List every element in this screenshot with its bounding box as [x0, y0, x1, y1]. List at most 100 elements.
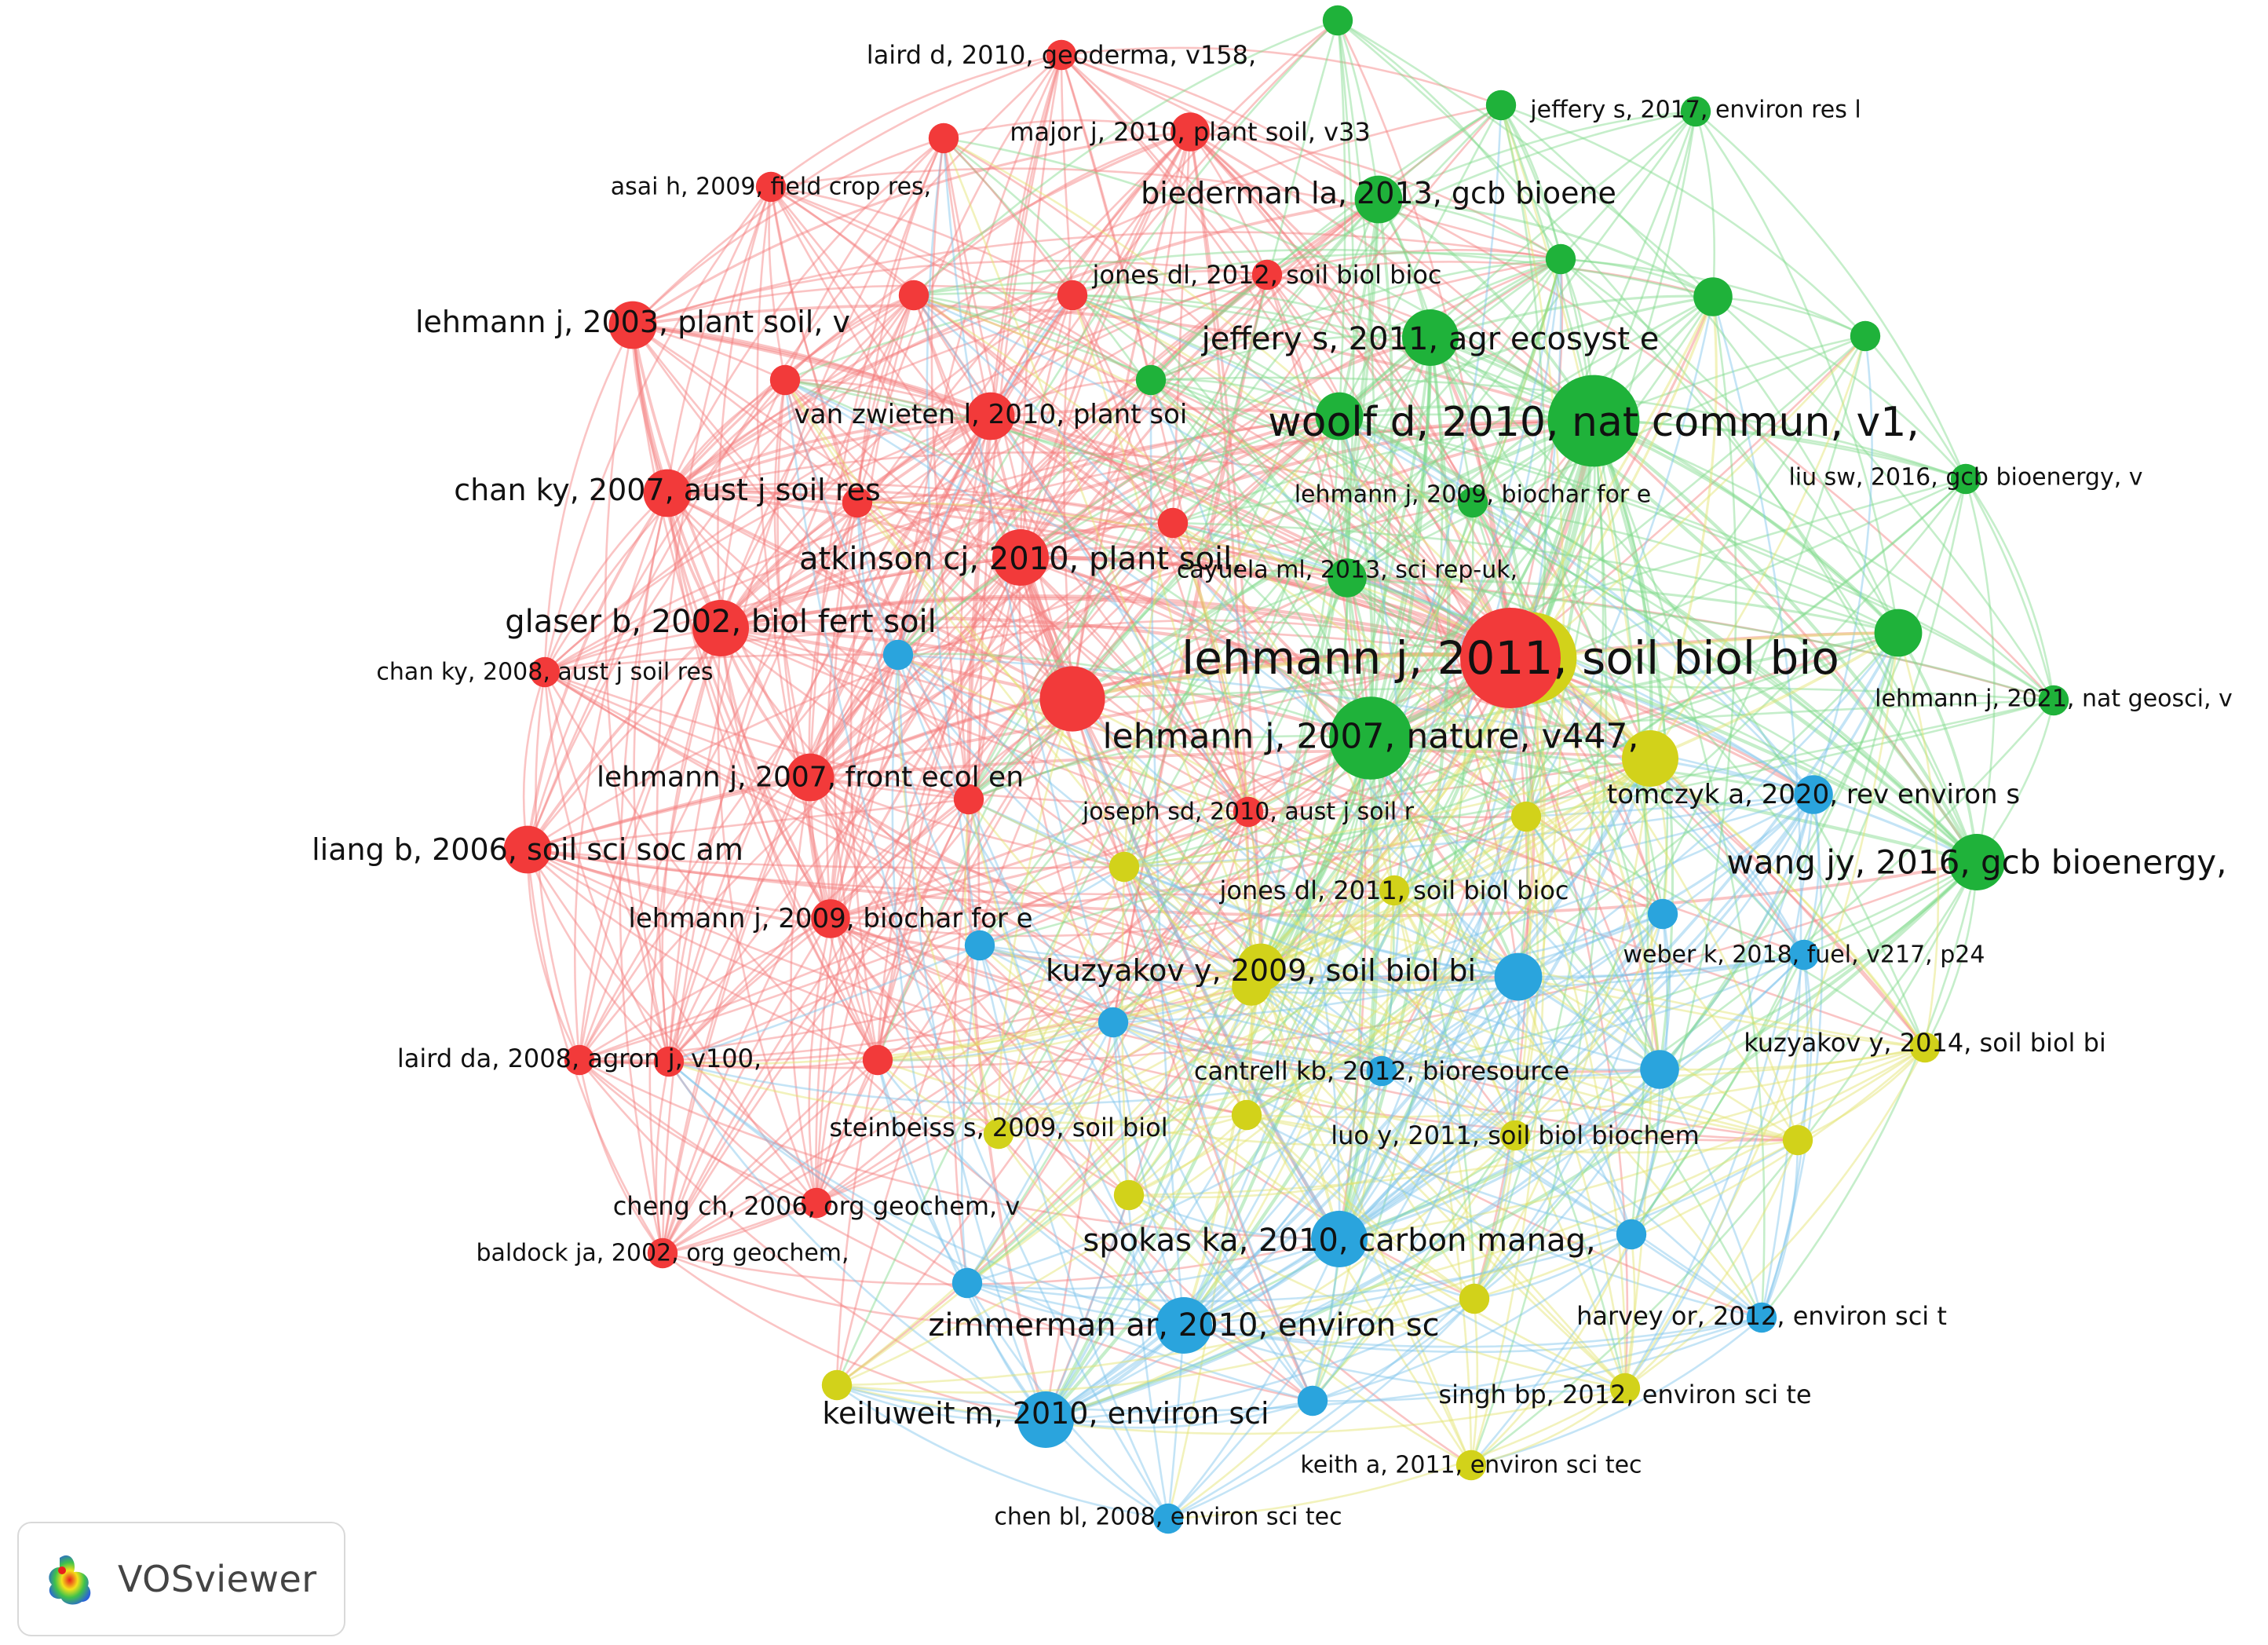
node-lehmann2009g[interactable] [1457, 487, 1488, 518]
node-y2[interactable] [1622, 730, 1678, 787]
node-liu2016[interactable] [1950, 463, 1981, 495]
node-g2[interactable] [1874, 609, 1923, 657]
node-r3[interactable] [898, 280, 929, 311]
citation-link [1393, 889, 1799, 1142]
citation-link [897, 20, 1339, 656]
citation-link [1123, 865, 1516, 1137]
citation-link [989, 54, 1063, 417]
node-b2[interactable] [964, 930, 995, 961]
citation-link [1183, 1316, 1762, 1354]
node-wang2016[interactable] [1948, 834, 2005, 890]
citation-link [719, 627, 1114, 1024]
node-g6[interactable] [1693, 277, 1733, 316]
node-g8[interactable] [1135, 364, 1167, 396]
node-liang2006[interactable] [503, 825, 552, 874]
citation-link [1393, 890, 1476, 1300]
node-luo2011[interactable] [1499, 1120, 1531, 1151]
node-keiluweit2010[interactable] [1017, 1391, 1074, 1448]
citation-link [960, 945, 981, 1284]
citation-link [1370, 335, 1866, 740]
node-g7[interactable] [1850, 320, 1881, 352]
node-atkinson2010[interactable] [992, 529, 1049, 586]
node-r4[interactable] [769, 364, 801, 396]
node-woolf2010[interactable] [1547, 375, 1640, 467]
node-jeffery2011[interactable] [1402, 309, 1459, 366]
node-singh2012[interactable] [1609, 1373, 1641, 1404]
node-chen2008[interactable] [1152, 1503, 1184, 1534]
node-g4[interactable] [1485, 90, 1517, 121]
node-y4[interactable] [1510, 801, 1542, 832]
node-joseph2010[interactable] [1233, 796, 1264, 828]
citation-link [1346, 111, 1697, 579]
node-kuzyakov2014[interactable] [1909, 1032, 1941, 1063]
citation-link [989, 415, 1250, 813]
node-g5[interactable] [1545, 243, 1576, 275]
node-b6[interactable] [1640, 1050, 1679, 1089]
node-r1[interactable] [1039, 666, 1105, 732]
node-g3[interactable] [1322, 5, 1353, 36]
node-asai2009[interactable] [755, 171, 787, 203]
citation-link [856, 294, 915, 503]
node-vanzwieten2010[interactable] [966, 392, 1015, 440]
label-biederman2013: biederman la, 2013, gcb bioene [1141, 176, 1616, 210]
node-lehmann2003[interactable] [608, 301, 657, 349]
node-tomczyk2020[interactable] [1794, 775, 1833, 814]
node-lehmann2007n[interactable] [1329, 696, 1412, 780]
node-r6[interactable] [1157, 507, 1189, 539]
citation-link [1510, 656, 1806, 956]
node-r8[interactable] [862, 1044, 893, 1076]
node-chan2007[interactable] [643, 469, 692, 517]
node-cheng2006[interactable] [801, 1187, 832, 1219]
node-y9[interactable] [1459, 1283, 1490, 1314]
citation-link [1112, 1021, 1660, 1078]
node-weber2018[interactable] [1788, 939, 1820, 971]
node-lehmann2009r[interactable] [811, 899, 850, 938]
citation-link [1429, 336, 1978, 864]
node-laird2010[interactable] [1046, 39, 1077, 71]
node-y5[interactable] [1231, 1099, 1262, 1131]
node-b3[interactable] [1097, 1007, 1129, 1038]
node-y6[interactable] [1113, 1179, 1145, 1211]
citation-link [1123, 631, 1899, 868]
node-spokas2010[interactable] [1311, 1211, 1368, 1267]
node-b5[interactable] [1647, 898, 1678, 930]
node-keith2011[interactable] [1455, 1449, 1487, 1481]
node-major2010[interactable] [1171, 112, 1210, 152]
node-kuzyakov2009[interactable] [1236, 943, 1285, 992]
node-jones2011[interactable] [1379, 875, 1410, 906]
citation-link [1167, 1238, 1341, 1519]
node-glaser2002[interactable] [692, 600, 749, 656]
node-b8[interactable] [1297, 1385, 1328, 1417]
citation-link [1339, 258, 1561, 417]
node-harvey2012[interactable] [1746, 1302, 1777, 1333]
node-biederman2013[interactable] [1354, 175, 1403, 224]
node-y8[interactable] [1782, 1124, 1813, 1156]
citation-link [1470, 794, 1815, 1466]
node-lehmann2021[interactable] [2038, 685, 2069, 716]
node-baldock2002[interactable] [647, 1237, 678, 1269]
node-cantrell2012[interactable] [1366, 1055, 1397, 1087]
node-steinbeiss2009[interactable] [983, 1118, 1014, 1150]
node-b4[interactable] [1494, 952, 1543, 1001]
node-jones2012[interactable] [1251, 259, 1283, 291]
citation-link [1658, 632, 1900, 1071]
node-lehmann2011[interactable] [1460, 608, 1561, 708]
node-r2[interactable] [928, 122, 959, 154]
node-y3[interactable] [1108, 851, 1140, 883]
node-b7[interactable] [951, 1267, 983, 1299]
node-cayuela2013[interactable] [1328, 558, 1367, 598]
node-jeffery2017[interactable] [1680, 96, 1711, 127]
node-g1[interactable] [1315, 392, 1364, 440]
citation-link [1251, 912, 1664, 988]
node-b1[interactable] [882, 639, 914, 671]
node-chan2008[interactable] [529, 656, 561, 688]
node-r10[interactable] [1057, 280, 1088, 311]
node-b9[interactable] [1616, 1219, 1647, 1250]
node-r7[interactable] [653, 1046, 685, 1077]
node-r9[interactable] [953, 784, 984, 815]
node-lehmann2007f[interactable] [786, 753, 835, 802]
node-y10[interactable] [821, 1369, 853, 1401]
node-laird2008[interactable] [564, 1044, 595, 1076]
node-zimmerman2010[interactable] [1156, 1297, 1212, 1354]
node-r5[interactable] [842, 487, 873, 518]
